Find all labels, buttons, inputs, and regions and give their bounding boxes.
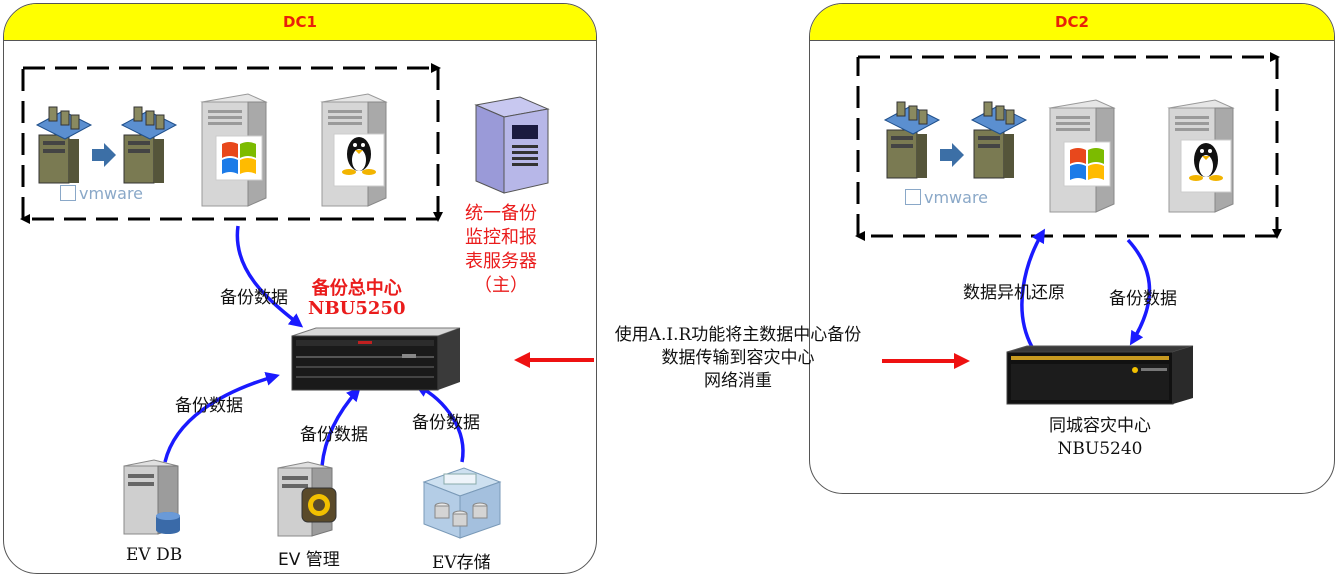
report-server-label-line3: 表服务器: [465, 251, 537, 272]
air-description-line1: 使用A.I.R功能将主数据中心备份: [614, 325, 862, 345]
database-server-icon: [123, 459, 180, 535]
report-server-label-line2: 监控和报: [465, 227, 537, 248]
ev-mgmt-label: EV 管理: [278, 550, 340, 570]
dc1-title: DC1: [4, 4, 596, 41]
backup-data-label-servers: 备份数据: [220, 288, 288, 308]
backup-data-label-evstorage: 备份数据: [412, 413, 480, 433]
vm-migration-arrow: [92, 143, 116, 167]
vm-migration-arrow-dc2: [940, 143, 964, 167]
vm-server-icon: [35, 106, 93, 184]
backup-center-model: NBU5250: [308, 298, 406, 319]
vm-server-icon: [120, 106, 178, 184]
vmware-logo: vmware: [60, 184, 143, 203]
data-restore-label: 数据异机还原: [963, 283, 1065, 303]
dc2-title: DC2: [810, 4, 1334, 41]
linux-server-icon: [320, 93, 388, 207]
dc2-dashed-loop: [855, 52, 1282, 241]
arrow-restore-up: [1020, 228, 1046, 348]
dr-center-label: 同城容灾中心 NBU5240: [1025, 415, 1175, 461]
dr-center-title: 同城容灾中心: [1049, 416, 1151, 436]
vmware-text: vmware: [79, 184, 144, 203]
air-description-line2: 数据传输到容灾中心: [661, 348, 815, 368]
backup-data-label-evmgmt: 备份数据: [300, 425, 368, 445]
windows-server-icon: [1048, 99, 1116, 213]
arrow-evstorage-to-center: [414, 384, 465, 463]
arrow-evdb-to-center: [163, 372, 280, 463]
air-description: 使用A.I.R功能将主数据中心备份 数据传输到容灾中心 网络消重: [594, 324, 882, 393]
vmware-logo-box-icon: [60, 185, 76, 201]
dc2-container: DC2: [809, 3, 1335, 494]
ev-db-label: EV DB: [126, 545, 183, 565]
nbu-appliance-icon: [291, 327, 461, 391]
report-server-label: 统一备份 监控和报 表服务器 （主）: [465, 202, 537, 298]
vm-server-icon: [970, 101, 1028, 179]
vmware-logo-box-icon: [905, 189, 921, 205]
backup-data-label-evdb: 备份数据: [175, 396, 243, 416]
backup-center-title: 备份总中心 NBU5250: [308, 274, 405, 319]
backup-data-label-dc2: 备份数据: [1109, 289, 1177, 309]
report-server-icon: [474, 96, 550, 194]
storage-icon: [422, 467, 502, 539]
report-server-label-line1: 统一备份: [465, 203, 537, 224]
vm-server-icon: [883, 101, 941, 179]
arrow-evmgmt-to-center: [320, 387, 361, 467]
ev-storage-label: EV存储: [432, 553, 491, 573]
management-server-icon: [277, 461, 337, 537]
windows-server-icon: [200, 93, 268, 207]
air-description-line3: 网络消重: [704, 371, 772, 391]
backup-center-title-text: 备份总中心: [311, 278, 402, 299]
vmware-logo: vmware: [905, 188, 988, 207]
linux-server-icon: [1167, 99, 1235, 213]
vmware-text: vmware: [924, 188, 989, 207]
nbu-appliance-icon: [1006, 345, 1194, 405]
dc1-dashed-loop: [20, 63, 443, 224]
arrow-backup-down: [1126, 238, 1152, 346]
arrow-servers-to-center: [235, 225, 304, 328]
dr-center-model: NBU5240: [1057, 439, 1143, 459]
report-server-label-line4: （主）: [474, 275, 528, 296]
